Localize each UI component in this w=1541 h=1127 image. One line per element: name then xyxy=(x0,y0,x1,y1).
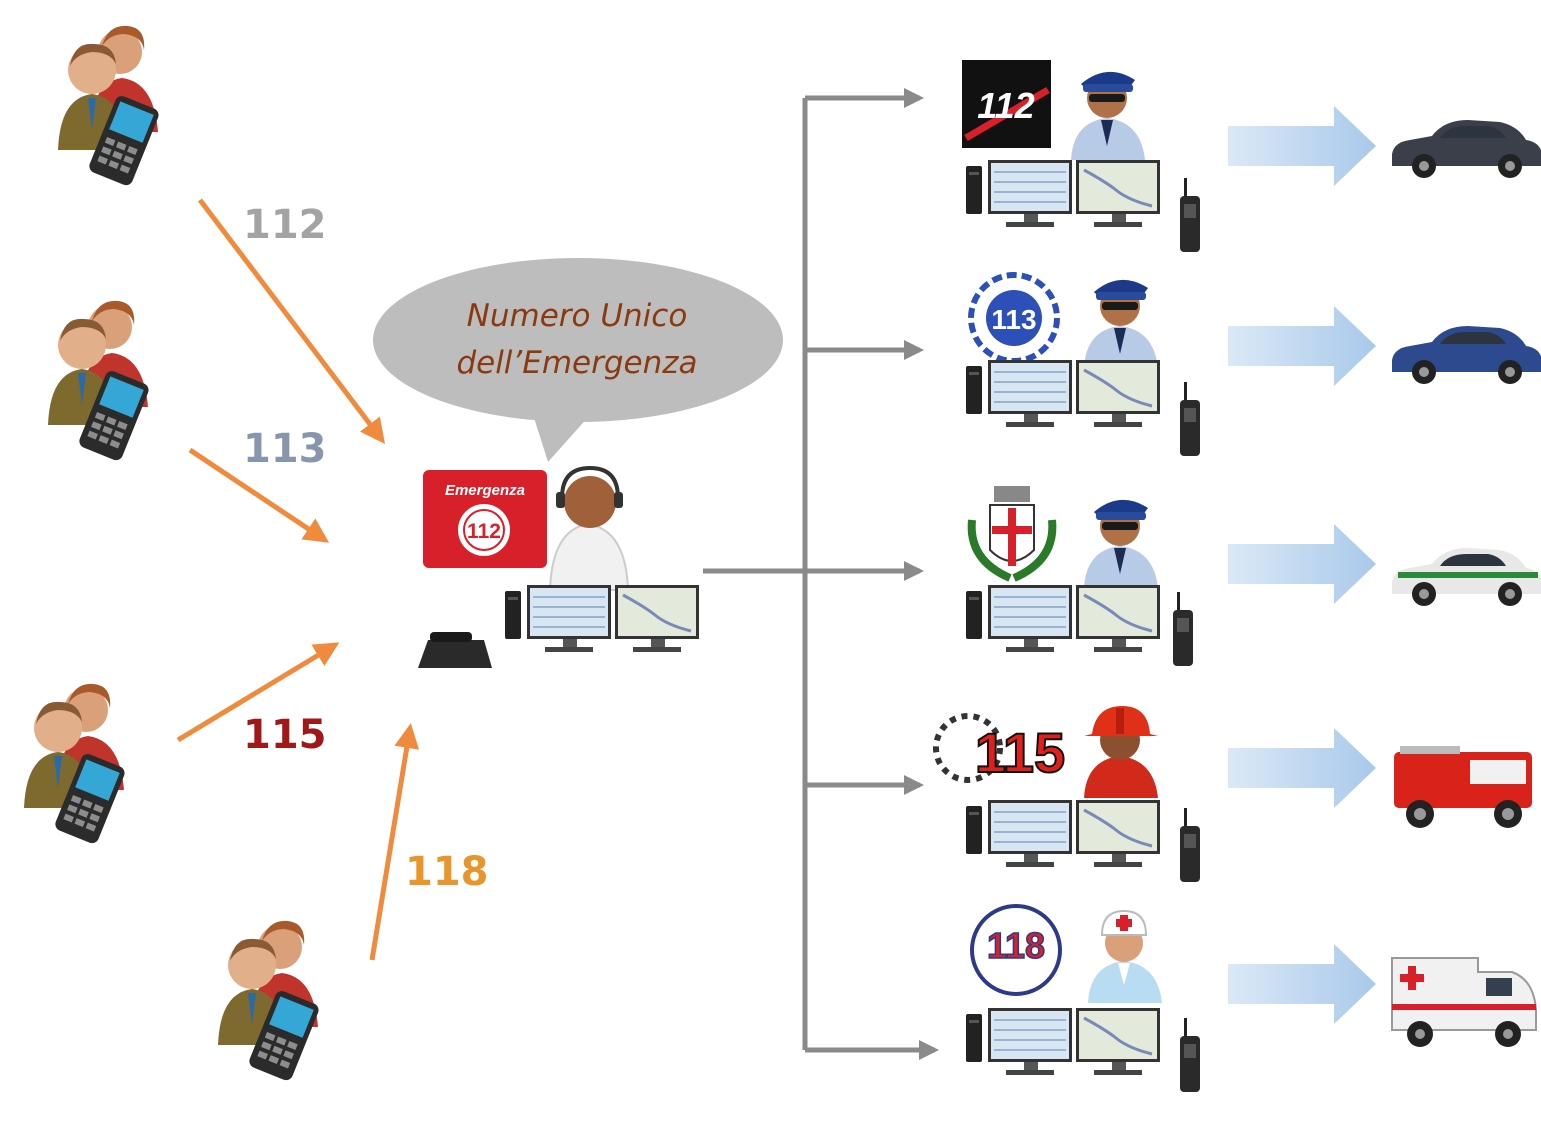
dispatch-arrow-1 xyxy=(1228,106,1376,186)
agency-logo-text-5: 118 xyxy=(987,925,1045,966)
workstation-icon-5 xyxy=(964,1006,1162,1077)
caller-icon-4 xyxy=(218,920,321,1083)
caller-icon-2 xyxy=(48,300,151,463)
carabinieri-car-icon xyxy=(1392,120,1541,178)
fire-truck-icon xyxy=(1394,746,1532,828)
distribution-connector xyxy=(703,88,939,1060)
agency-logo-text-1: 112 xyxy=(977,85,1034,126)
arrow-115 xyxy=(176,642,340,743)
badge-label: Emergenza xyxy=(445,482,525,499)
caller-arrows xyxy=(176,198,420,961)
bubble-line-1: Numero Unico xyxy=(467,298,688,334)
radio-icon-2 xyxy=(1180,382,1200,456)
speech-bubble: Numero Unico dell’Emergenza xyxy=(373,258,783,462)
agency-row-5: 118 xyxy=(964,904,1537,1092)
agency-row-2: 113 xyxy=(964,272,1541,456)
radio-icon-1 xyxy=(1180,178,1200,252)
radio-icon-3 xyxy=(1173,592,1193,666)
police-operator-icon xyxy=(1084,279,1158,368)
medical-operator-icon xyxy=(1087,910,1163,1004)
caller-icon-3 xyxy=(24,683,127,846)
dispatch-arrow-3 xyxy=(1228,524,1376,604)
municipal-crest-logo xyxy=(967,486,1057,582)
call-number-115: 115 xyxy=(243,712,327,758)
central-workstation-icon xyxy=(503,583,701,654)
workstation-icon-4 xyxy=(964,798,1162,869)
caller-icon-1 xyxy=(58,25,161,188)
agency-logo-text-2: 113 xyxy=(991,304,1036,335)
bubble-line-2: dell’Emergenza xyxy=(456,345,697,381)
dispatch-arrow-4 xyxy=(1228,728,1376,808)
carabinieri-operator-icon xyxy=(1071,71,1145,160)
agency-row-1: 112 xyxy=(962,60,1541,252)
radio-icon-4 xyxy=(1180,808,1200,882)
call-taker-icon xyxy=(548,465,630,591)
dispatch-arrow-5 xyxy=(1228,944,1376,1024)
agency-row-3 xyxy=(964,486,1541,666)
desk-phone-icon xyxy=(418,632,492,668)
workstation-icon-2 xyxy=(964,358,1162,429)
agency-row-4: 115 xyxy=(933,706,1532,882)
police-car-icon xyxy=(1392,326,1541,384)
call-number-113: 113 xyxy=(243,426,327,472)
medical-118-logo xyxy=(970,904,1062,996)
dispatch-arrow-2 xyxy=(1228,306,1376,386)
arrow-113 xyxy=(188,447,330,543)
arrow-112 xyxy=(198,198,386,444)
workstation-icon-1 xyxy=(964,158,1162,229)
call-number-118: 118 xyxy=(405,849,489,895)
agency-logo-text-4: 115 xyxy=(975,721,1065,784)
badge-number: 112 xyxy=(467,520,501,543)
arrow-118 xyxy=(369,723,420,961)
ambulance-icon xyxy=(1391,957,1537,1047)
firefighters-115-logo xyxy=(933,713,1003,783)
firefighter-operator-icon xyxy=(1084,706,1158,798)
local-police-operator-icon xyxy=(1084,499,1158,588)
workstation-icon-3 xyxy=(964,583,1162,654)
call-number-112: 112 xyxy=(243,202,327,248)
radio-icon-5 xyxy=(1180,1018,1200,1092)
central-112-operator: Emergenza 112 xyxy=(418,465,701,668)
